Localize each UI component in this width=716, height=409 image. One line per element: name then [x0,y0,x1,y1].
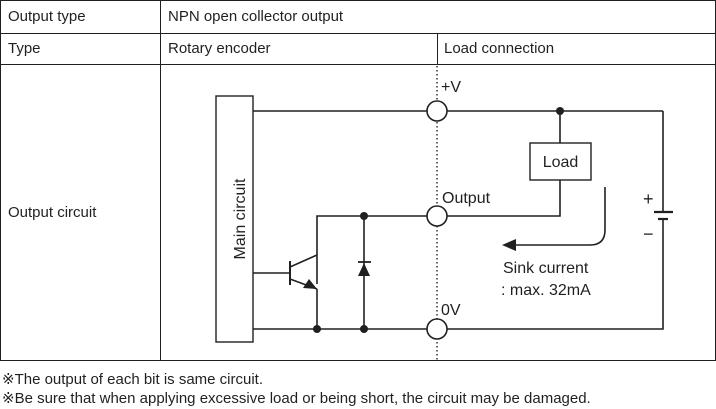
sink-current-max-label: : max. 32mA [501,282,591,299]
circuit-diagram: Main circuit +V Output 0V Load Sink curr… [215,66,673,360]
battery-minus-label: − [643,224,654,244]
load-connection-header: Load connection [444,40,555,57]
type-value: Rotary encoder [168,40,271,57]
zero-v-label: 0V [441,302,461,319]
zero-v-wire-external [447,232,664,330]
output-type-label: Output type [8,8,86,25]
note-damage-warning: ※Be sure that when applying excessive lo… [2,390,591,407]
output-label: Output [442,190,491,207]
output-wire-internal [316,215,427,284]
terminal-zero-v [426,318,448,340]
sink-current-arrowhead [502,239,516,251]
transistor-collector [289,254,318,268]
diode-triangle [358,263,370,276]
output-circuit-label: Output circuit [8,204,97,221]
sink-current-label: Sink current [503,260,589,277]
junction-dot-output [360,212,368,220]
battery-plus-label: + [643,189,654,209]
terminal-output [426,205,448,227]
terminal-vplus [426,100,448,122]
junction-dot-diode [360,325,368,333]
sink-current-arrow-path [515,187,606,246]
junction-dot-emitter [313,325,321,333]
junction-dot-vplus [556,107,564,115]
main-circuit-label: Main circuit [232,178,249,259]
output-wire-external [447,180,561,217]
main-circuit-box [215,95,254,343]
output-type-value: NPN open collector output [168,8,344,25]
emitter-arrowhead [303,279,317,289]
load-label: Load [543,154,579,171]
load-box [529,142,592,181]
type-label: Type [8,40,41,57]
note-same-circuit: ※The output of each bit is same circuit. [2,371,264,388]
vplus-label: +V [441,79,461,96]
